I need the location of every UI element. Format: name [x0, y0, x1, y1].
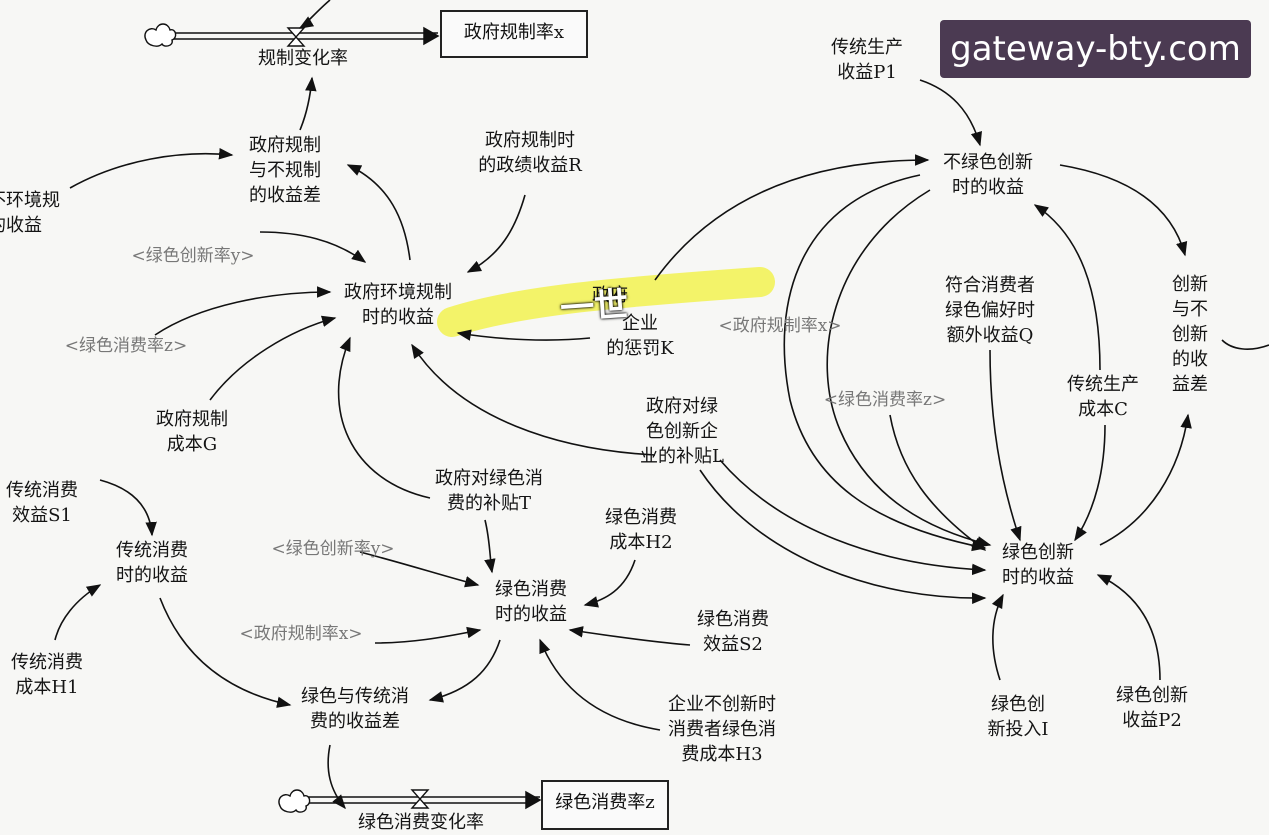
link-arrow [1221, 339, 1269, 350]
node-green-trad-diff: 绿色与传统消 费的收益差 [301, 686, 409, 732]
link-arrow [919, 79, 982, 147]
shadow-consumption-rate: <绿色消费率z> [823, 390, 947, 410]
link-arrow [1033, 204, 1101, 371]
node-no-innov-green-cost: 企业不创新时 消费者绿色消 费成本H3 [668, 694, 776, 765]
link-arrow [989, 349, 1022, 542]
node-trad-consumption-cost: 传统消费 成本H1 [11, 652, 83, 698]
link-arrow [1099, 413, 1192, 546]
shadow-reg-rate: <政府规制率x> [718, 316, 842, 336]
link-arrow [583, 559, 636, 608]
shadow-innov-rate: <绿色创新率y> [271, 539, 395, 559]
link-arrow [456, 329, 591, 341]
link-arrow [337, 336, 431, 499]
valve-icon [410, 789, 430, 809]
rate-reg-change: 规制变化率 [258, 48, 348, 69]
node-green-consumption-benefit: 绿色消费 效益S2 [697, 609, 769, 655]
reg-flow-pipe [168, 26, 440, 46]
node-gov-subsidy-innov: 政府对绿 色创新企 业的补贴L [640, 396, 724, 467]
link-arrow [539, 638, 661, 731]
watermark-badge: gateway-bty.com [940, 20, 1251, 78]
stock-green-consumption-rate: 绿色消费率z [541, 780, 669, 830]
node-partial-env-reg: 不环境规 的收益 [0, 190, 60, 236]
node-non-green-innov-income: 不绿色创新 时的收益 [943, 152, 1033, 198]
link-arrow [69, 148, 234, 189]
link-arrow [154, 286, 332, 336]
node-green-innov-investment: 绿色创 新投入I [987, 694, 1049, 740]
link-arrow [1096, 574, 1161, 681]
node-green-consumption-income: 绿色消费 时的收益 [495, 579, 567, 625]
node-gov-reg-diff: 政府规制 与不规制 的收益差 [249, 135, 321, 206]
node-green-innov-income: 绿色创新 时的收益 [1002, 542, 1074, 588]
node-trad-production-cost: 传统生产 成本C [1067, 374, 1139, 420]
node-green-innov-income-p2: 绿色创新 收益P2 [1116, 685, 1188, 731]
node-green-consumption-cost: 绿色消费 成本H2 [605, 507, 677, 553]
node-innov-diff: 创新 与不 创新 的收 益差 [1172, 274, 1208, 395]
node-gov-reg-cost: 政府规制 成本G [156, 409, 228, 455]
node-gov-reg-perf-income: 政府规制时 的政绩收益R [478, 130, 582, 176]
link-arrow [99, 479, 157, 537]
link-arrow [346, 164, 411, 261]
source-cloud-icon [278, 789, 311, 813]
shadow-reg-rate: <政府规制率x> [239, 624, 363, 644]
node-trad-consumption-benefit: 传统消费 效益S1 [6, 480, 78, 526]
link-arrow [1059, 164, 1188, 257]
source-cloud-icon [144, 23, 177, 47]
shadow-innov-rate: <绿色创新率y> [131, 246, 255, 266]
link-arrow [411, 343, 656, 456]
link-arrow [298, 0, 331, 29]
link-arrow [54, 584, 102, 641]
link-arrow [889, 414, 987, 551]
rate-green-consumption-change: 绿色消费变化率 [358, 812, 484, 833]
node-trad-consumption-income: 传统消费 时的收益 [116, 540, 188, 586]
node-gov-env-reg-income: 政府环境规制 时的收益 [344, 282, 452, 328]
link-arrow [209, 315, 337, 401]
link-arrow [699, 469, 987, 605]
node-penalty-k: 企业 的惩罚K [606, 313, 674, 359]
link-arrow [991, 593, 1004, 681]
highlighter-mark [437, 267, 775, 337]
link-arrow [783, 174, 987, 552]
link-arrow [259, 231, 367, 263]
node-trad-production-income: 传统生产 收益P1 [831, 37, 903, 83]
node-penalty-k-top: 政府 [592, 285, 628, 306]
link-arrow [1074, 424, 1106, 542]
link-arrow [428, 639, 501, 703]
link-arrow [568, 626, 691, 646]
link-arrow [359, 551, 480, 588]
link-arrow [159, 597, 292, 708]
valve-icon [286, 27, 306, 47]
link-arrow [826, 189, 992, 548]
link-arrow [374, 626, 482, 644]
link-arrow [654, 154, 930, 281]
link-arrow [719, 459, 987, 576]
link-arrow [299, 76, 317, 131]
link-arrow [484, 519, 496, 574]
link-arrow [466, 194, 526, 273]
overlay-scribble-text: 一世 [558, 284, 630, 330]
node-gov-subsidy-consumption: 政府对绿色消 费的补贴T [435, 468, 543, 514]
stock-gov-reg-rate: 政府规制率x [440, 10, 588, 58]
link-arrow [327, 744, 346, 810]
node-consumer-pref-income: 符合消费者 绿色偏好时 额外收益Q [945, 275, 1035, 346]
shadow-consumption-rate: <绿色消费率z> [64, 336, 188, 356]
